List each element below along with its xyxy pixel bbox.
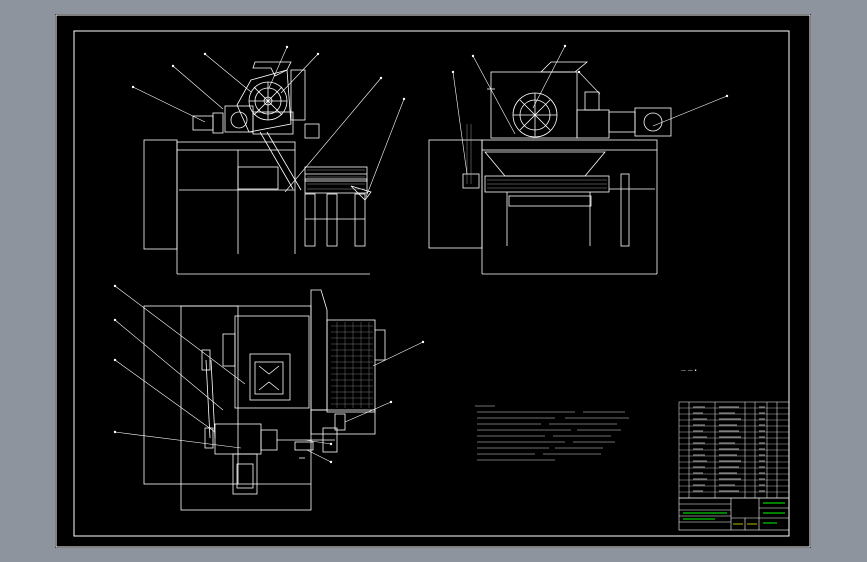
title-block — [678, 497, 790, 531]
leaders-top-left — [132, 46, 405, 198]
title-block-green-text — [683, 502, 785, 524]
inner-frame — [73, 30, 790, 537]
sieve-hatch — [307, 169, 365, 190]
parts-list-text — [693, 406, 765, 492]
drawing-sheet: — — • — [55, 14, 811, 548]
technical-notes — [475, 405, 629, 461]
balloons-top-left — [131, 45, 406, 101]
parts-list-rows — [679, 407, 789, 493]
front-elevation-view — [143, 61, 372, 275]
balloons-bottom — [113, 284, 425, 464]
leaders-top-right — [452, 45, 728, 175]
note-scrawl: — — • — [681, 368, 697, 374]
outer-frame — [55, 14, 811, 548]
leaders-bottom — [114, 285, 424, 463]
balloons-top-right — [451, 44, 729, 98]
side-elevation-view — [428, 61, 672, 275]
plan-view — [143, 289, 386, 511]
plan-hatch — [331, 322, 373, 408]
cad-drawing: — — • — [55, 14, 811, 548]
